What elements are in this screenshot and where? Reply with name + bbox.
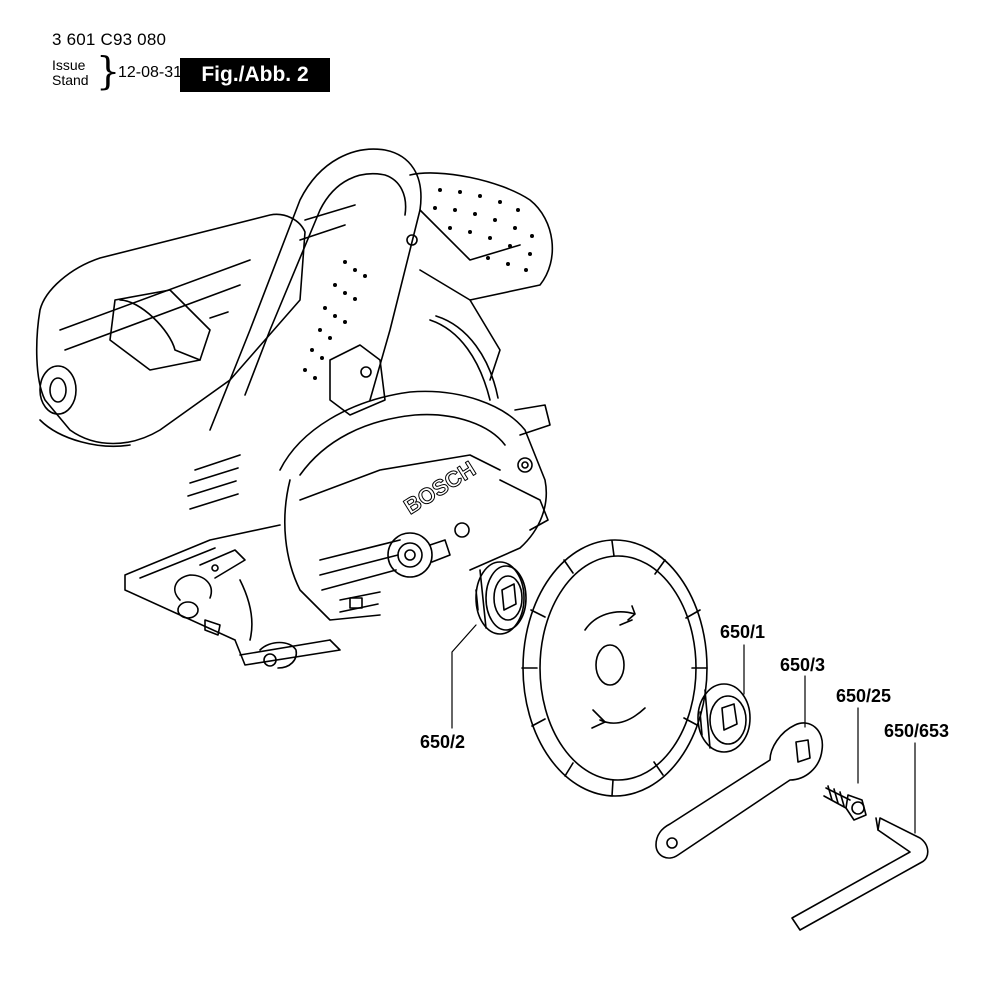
saw-body: BOSCH <box>35 148 554 669</box>
part-number: 3 601 C93 080 <box>52 30 167 49</box>
callout-650-2: 650/2 <box>420 732 466 752</box>
brace-symbol: } <box>96 49 121 93</box>
screw-part <box>823 785 867 821</box>
leader-lines <box>451 624 916 834</box>
base-plate <box>124 524 341 666</box>
spanner-wrench-part <box>655 722 824 859</box>
callout-650-25: 650/25 <box>836 686 892 706</box>
inner-flange-part <box>697 683 751 753</box>
blade-guard <box>279 390 547 571</box>
figure-label: Fig./Abb. 2 <box>180 58 330 92</box>
motor-housing <box>35 213 306 445</box>
issue-date: 12-08-31 <box>118 64 183 81</box>
callout-650-653: 650/653 <box>884 721 950 741</box>
hex-key-part <box>791 817 929 931</box>
callout-650-1: 650/1 <box>720 622 766 642</box>
issue-stand-label: Issue Stand <box>52 58 89 88</box>
outer-flange-part <box>475 561 527 635</box>
diamond-blade-part <box>521 539 708 797</box>
stand-label: Stand <box>52 72 89 88</box>
handle <box>229 148 422 401</box>
issue-label: Issue <box>52 57 86 73</box>
callout-650-3: 650/3 <box>780 655 826 675</box>
